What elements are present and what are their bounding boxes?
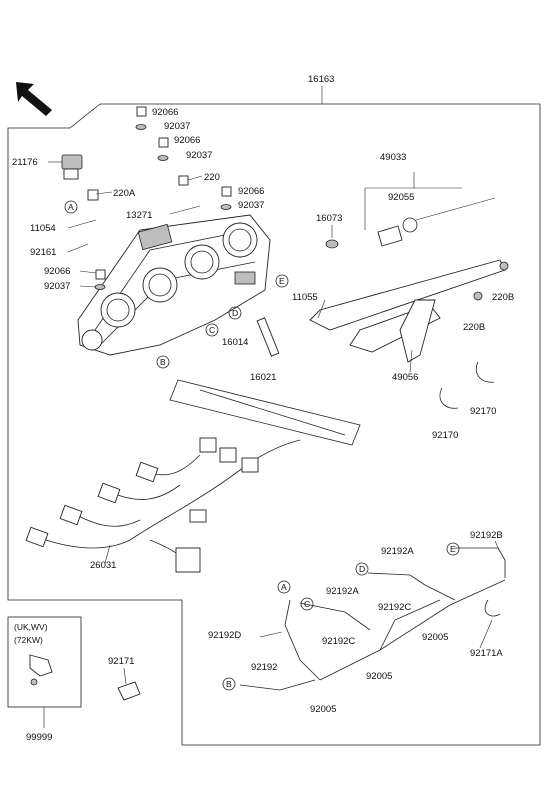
svg-text:E: E [279, 276, 285, 286]
label-92161: 92161 [30, 247, 56, 258]
screw-icon [87, 106, 232, 290]
label-92005-b: 92005 [366, 671, 392, 682]
accessory-box [7, 616, 82, 708]
fuel-rail-icon [309, 259, 506, 363]
wiring-harness-icon [25, 437, 301, 573]
svg-text:A: A [281, 582, 287, 592]
accessory-note-line2: (72KW) [14, 635, 43, 645]
ref-letter-E: E [275, 274, 289, 288]
label-49033: 49033 [380, 152, 406, 163]
ref-letter-C: C [205, 323, 219, 337]
washer-icon [325, 239, 339, 249]
label-92192C-a: 92192C [378, 602, 411, 613]
svg-text:D: D [232, 308, 238, 318]
label-92037-b: 92037 [186, 150, 212, 161]
accessory-note-line1: (UK,WV) [14, 622, 48, 632]
injector-icon [377, 197, 496, 247]
label-92066-b: 92066 [174, 135, 200, 146]
svg-text:C: C [304, 599, 310, 609]
label-220A: 220A [113, 188, 136, 199]
label-11055: 11055 [292, 292, 318, 303]
label-92037-d: 92037 [44, 281, 70, 292]
label-220B-b: 220B [463, 322, 485, 333]
svg-text:B: B [226, 679, 232, 689]
leader-lines [67, 175, 501, 685]
svg-text:A: A [68, 202, 74, 212]
label-16021: 16021 [250, 372, 276, 383]
label-92037-a: 92037 [164, 121, 190, 132]
label-13271: 13271 [126, 210, 152, 221]
ref-letter-B-lower: B [222, 677, 236, 691]
ref-letter-D: D [228, 306, 242, 320]
direction-arrow-icon [16, 82, 52, 116]
label-49056: 49056 [392, 372, 418, 383]
svg-text:E: E [450, 544, 456, 554]
label-92066-a: 92066 [152, 107, 178, 118]
grommet-icon [117, 681, 141, 701]
label-220B-a: 220B [492, 292, 514, 303]
ref-letter-C-lower: C [300, 597, 314, 611]
label-220: 220 [204, 172, 220, 183]
bracket-part-icon [29, 654, 53, 686]
sensor-part-icon [61, 154, 83, 180]
label-16014: 16014 [222, 337, 248, 348]
label-92171A: 92171A [470, 648, 503, 659]
label-92192B: 92192B [470, 530, 503, 541]
hose-assembly-icon [239, 547, 506, 691]
label-92171: 92171 [108, 656, 134, 667]
ref-letter-B: B [156, 355, 170, 369]
label-92037-c: 92037 [238, 200, 264, 211]
harness-box [169, 379, 361, 446]
label-11054: 11054 [30, 223, 56, 234]
label-99999: 99999 [26, 732, 52, 743]
label-92170-a: 92170 [432, 430, 458, 441]
label-92192C-b: 92192C [322, 636, 355, 647]
ref-letter-D-lower: D [355, 562, 369, 576]
svg-text:B: B [160, 357, 166, 367]
label-92192D: 92192D [208, 630, 241, 641]
main-part-number: 16163 [308, 74, 334, 85]
label-92192A-a: 92192A [381, 546, 414, 557]
label-21176: 21176 [12, 157, 38, 168]
label-92005-a: 92005 [422, 632, 448, 643]
throttle-body-assembly [77, 214, 271, 356]
label-92066-d: 92066 [44, 266, 70, 277]
label-92066-c: 92066 [238, 186, 264, 197]
sensor-bar-icon [256, 317, 280, 357]
main-frame-outline [7, 103, 541, 746]
label-92192: 92192 [251, 662, 277, 673]
label-92005-c: 92005 [310, 704, 336, 715]
label-16073: 16073 [316, 213, 342, 224]
svg-text:C: C [209, 325, 215, 335]
clamp-icon [439, 361, 501, 617]
bolt-icon-b [473, 291, 483, 301]
svg-text:D: D [359, 564, 365, 574]
ref-letter-A-lower: A [277, 580, 291, 594]
label-26031: 26031 [90, 560, 116, 571]
bolt-icon [499, 261, 509, 271]
label-92055: 92055 [388, 192, 414, 203]
label-92192A-b: 92192A [326, 586, 359, 597]
label-92170-b: 92170 [470, 406, 496, 417]
ref-letter-A: A [64, 200, 78, 214]
ref-letter-E-lower: E [446, 542, 460, 556]
